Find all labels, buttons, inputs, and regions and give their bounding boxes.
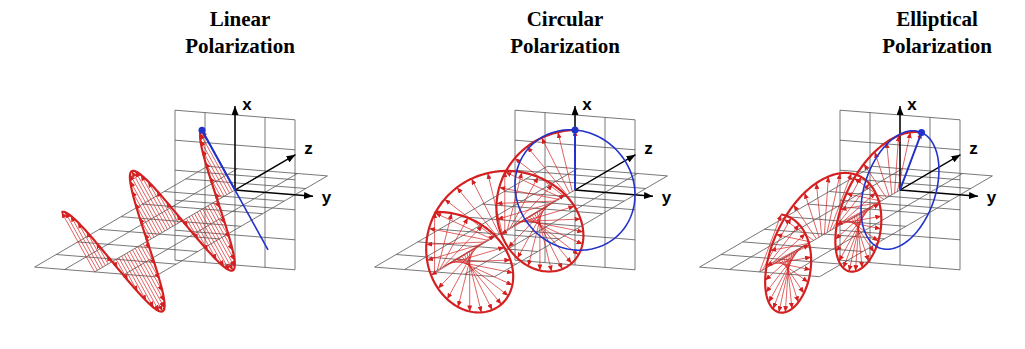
axis-label: y [661,189,672,206]
grid-line [35,166,208,267]
axis-arrow [900,155,960,190]
axis-label: x [241,96,252,113]
polarization-panel [35,106,328,312]
axis-label: y [986,189,997,206]
axis-label: z [643,139,654,156]
trace-vector [900,133,922,190]
field-envelope [765,132,921,313]
field-vector [458,250,472,307]
field-envelope [62,130,235,311]
field-vector [429,228,489,240]
field-vector [501,204,550,234]
field-vectors [62,130,235,311]
field-vector [781,259,804,293]
axis-label: y [321,189,332,206]
axis-label: x [581,96,592,113]
axes [900,106,978,196]
axis-arrow [235,190,313,196]
field-vector [447,248,475,299]
field-vector [426,242,486,244]
field-vector [897,132,910,191]
field-vector [462,256,502,304]
axis-label: z [303,139,314,156]
field-vector [805,193,819,237]
field-vector [65,212,97,270]
grid [375,110,668,277]
trace-dot [199,127,206,134]
panel-title: Linear Polarization [165,6,315,61]
axis-arrow [234,106,235,190]
field-vector [840,203,878,210]
field-vector [431,245,480,275]
polarization-trace [202,130,268,250]
grid-line [175,110,176,260]
trace-dot [918,129,925,136]
field-vector [784,219,814,240]
field-vector [200,140,229,193]
polarization-trace [515,130,635,250]
field-vector [824,177,828,235]
polarization-trace [861,131,939,250]
field-vectors [426,130,583,312]
field-vectors [760,132,922,312]
field-vector [895,136,899,194]
axis-label: x [906,96,917,113]
field-vector [766,248,800,292]
field-vector [770,244,808,251]
polarization-panel [375,106,668,312]
field-vector [542,138,570,193]
grid [35,110,328,277]
field-vector [497,201,557,203]
axis-arrow [574,106,575,190]
field-vector [202,130,235,190]
axes [575,106,653,196]
trace-vector [574,130,576,190]
field-vector [767,245,806,266]
axis-arrow [575,155,635,190]
field-vector [527,147,567,195]
polarization-panel [700,106,993,313]
field-vector [887,142,892,195]
field-vector [499,187,559,199]
grid-line [125,174,298,275]
field-vector [437,213,451,270]
field-vector [837,204,876,225]
trace-dot [572,127,579,134]
field-vector [854,178,884,199]
field-vector [836,207,870,251]
field-vector [459,258,508,296]
grid-line [35,267,155,277]
grid-line [700,267,820,277]
field-vector [875,152,889,196]
field-vector [464,255,492,310]
field-envelope [426,130,583,312]
field-vector [575,130,576,190]
grid-line [575,115,576,265]
axis-arrow [235,155,295,190]
field-vector [816,183,821,236]
field-vector [497,203,553,220]
field-vector [528,209,542,266]
field-vector [532,215,572,263]
axis-arrow [575,190,653,196]
field-vector [427,244,483,261]
axes [235,106,313,196]
axis-label: z [968,139,979,156]
field-vector [434,212,435,272]
grid-line [840,110,841,260]
trace-vector [202,130,235,190]
field-vector [457,188,497,236]
field-vector [504,171,505,231]
panel-title: Elliptical Polarization [862,6,1012,61]
field-vector [517,207,545,258]
axis-arrow [900,190,978,196]
field-vector [900,133,922,190]
panel-title: Circular Polarization [490,6,640,61]
field-vector [472,179,500,234]
field-vector [558,132,572,191]
